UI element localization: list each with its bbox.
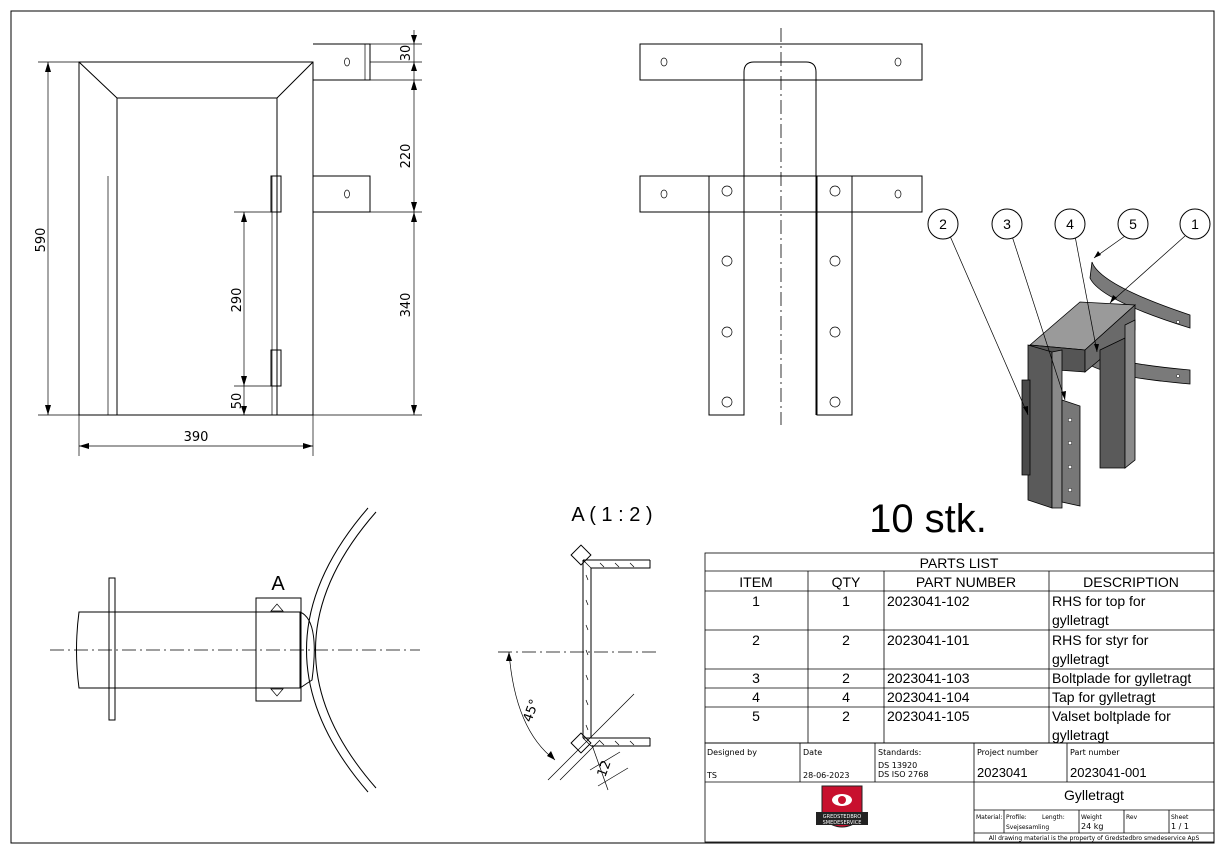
svg-text:RHS for styr for: RHS for styr for: [1052, 632, 1149, 648]
svg-text:4: 4: [1066, 216, 1074, 232]
company-logo: GREDSTEDBRO SMEDESERVICE: [816, 785, 868, 828]
length-label: Length:: [1042, 814, 1065, 821]
svg-text:GREDSTEDBRO: GREDSTEDBRO: [823, 814, 861, 820]
quantity-label: 10 stk.: [869, 497, 987, 541]
header-item: ITEM: [739, 574, 772, 590]
svg-text:4: 4: [842, 689, 850, 705]
svg-text:3: 3: [1003, 216, 1011, 232]
svg-text:2: 2: [752, 632, 760, 648]
weight-label: Weight: [1081, 814, 1103, 821]
drawing-title: Gylletragt: [1064, 787, 1124, 803]
svg-text:2023041-102: 2023041-102: [887, 593, 970, 609]
svg-text:4: 4: [752, 689, 760, 705]
balloon-4: 4: [1054, 208, 1086, 240]
table-row: 3 2 2023041-103 Boltplade for gylletragt: [752, 670, 1191, 686]
table-row: 5 2 2023041-105 Valset boltplade for gyl…: [752, 708, 1171, 743]
svg-text:2: 2: [939, 216, 947, 232]
profile-value: Svejsesamling: [1006, 824, 1049, 831]
standard-2: DS ISO 2768: [878, 770, 928, 779]
balloon-5: 5: [1117, 208, 1149, 240]
svg-text:Valset boltplade for: Valset boltplade for: [1052, 708, 1171, 724]
designed-by-value: TS: [706, 771, 717, 780]
part-number-label: Part number: [1070, 748, 1120, 757]
dim-45: 45°: [521, 697, 543, 724]
designed-by-label: Designed by: [707, 748, 757, 757]
dim-340: 340: [399, 293, 414, 318]
svg-text:2023041-103: 2023041-103: [887, 670, 970, 686]
dim-290: 290: [230, 288, 245, 313]
dim-590: 590: [34, 228, 49, 253]
dim-50: 50: [230, 393, 245, 410]
svg-text:1: 1: [842, 593, 850, 609]
svg-text:2023041-101: 2023041-101: [887, 632, 970, 648]
date-label: Date: [803, 748, 822, 757]
material-label: Material:: [976, 814, 1002, 821]
header-qty: QTY: [832, 574, 861, 590]
date-value: 28-06-2023: [803, 771, 850, 780]
svg-text:2: 2: [842, 670, 850, 686]
dim-220: 220: [399, 144, 414, 169]
sheet-border: [10, 10, 1215, 844]
svg-text:1: 1: [1191, 216, 1199, 232]
table-row: 2 2 2023041-101 RHS for styr for gylletr…: [752, 632, 1149, 667]
top-view: A: [50, 507, 420, 793]
front-view: 590 30 220 340 290 50 390: [34, 30, 422, 456]
dim-12: 12: [595, 758, 615, 779]
iso-model: 2 3 4 5 1: [927, 208, 1211, 509]
standard-1: DS 13920: [878, 761, 917, 770]
svg-text:2023041-105: 2023041-105: [887, 708, 970, 724]
title-block: Designed by TS Date 28-06-2023 Standards…: [704, 742, 1215, 843]
section-title: A ( 1 : 2 ): [571, 504, 652, 526]
standards-label: Standards:: [878, 748, 921, 757]
parts-list-title: PARTS LIST: [920, 555, 999, 571]
svg-text:gylletragt: gylletragt: [1052, 727, 1109, 743]
ownership-footer: All drawing material is the property of …: [989, 835, 1200, 842]
dim-30: 30: [399, 45, 414, 62]
dim-390: 390: [184, 430, 209, 445]
project-number-label: Project number: [977, 748, 1039, 757]
sheet-label: Sheet: [1171, 814, 1189, 821]
header-description: DESCRIPTION: [1083, 574, 1179, 590]
table-row: 1 1 2023041-102 RHS for top for gylletra…: [752, 593, 1146, 628]
sheet-value: 1 / 1: [1171, 822, 1189, 831]
svg-text:Tap for gylletragt: Tap for gylletragt: [1052, 689, 1156, 705]
svg-text:5: 5: [752, 708, 760, 724]
part-number-value: 2023041-001: [1070, 765, 1147, 780]
weight-value: 24 kg: [1081, 822, 1103, 831]
svg-text:1: 1: [752, 593, 760, 609]
svg-text:2: 2: [842, 708, 850, 724]
svg-text:Boltplade for gylletragt: Boltplade for gylletragt: [1052, 670, 1191, 686]
svg-text:gylletragt: gylletragt: [1052, 651, 1109, 667]
svg-text:2023041-104: 2023041-104: [887, 689, 970, 705]
svg-text:2: 2: [842, 632, 850, 648]
header-part-number: PART NUMBER: [916, 574, 1016, 590]
project-number-value: 2023041: [977, 765, 1028, 780]
rev-label: Rev: [1126, 814, 1138, 821]
side-view: [639, 28, 923, 425]
svg-text:RHS for top for: RHS for top for: [1052, 593, 1146, 609]
svg-text:gylletragt: gylletragt: [1052, 612, 1109, 628]
balloon-2: 2: [927, 208, 959, 240]
section-view: A ( 1 : 2 ) 45° 12: [498, 504, 656, 791]
balloon-1: 1: [1179, 208, 1211, 240]
svg-text:SMEDESERVICE: SMEDESERVICE: [823, 820, 862, 826]
table-row: 4 4 2023041-104 Tap for gylletragt: [752, 689, 1156, 705]
svg-text:5: 5: [1129, 216, 1137, 232]
balloon-3: 3: [991, 208, 1023, 240]
profile-label: Profile:: [1006, 814, 1027, 821]
parts-list: PARTS LIST ITEM QTY PART NUMBER DESCRIPT…: [704, 552, 1215, 744]
section-marker: A: [271, 573, 285, 595]
svg-text:3: 3: [752, 670, 760, 686]
